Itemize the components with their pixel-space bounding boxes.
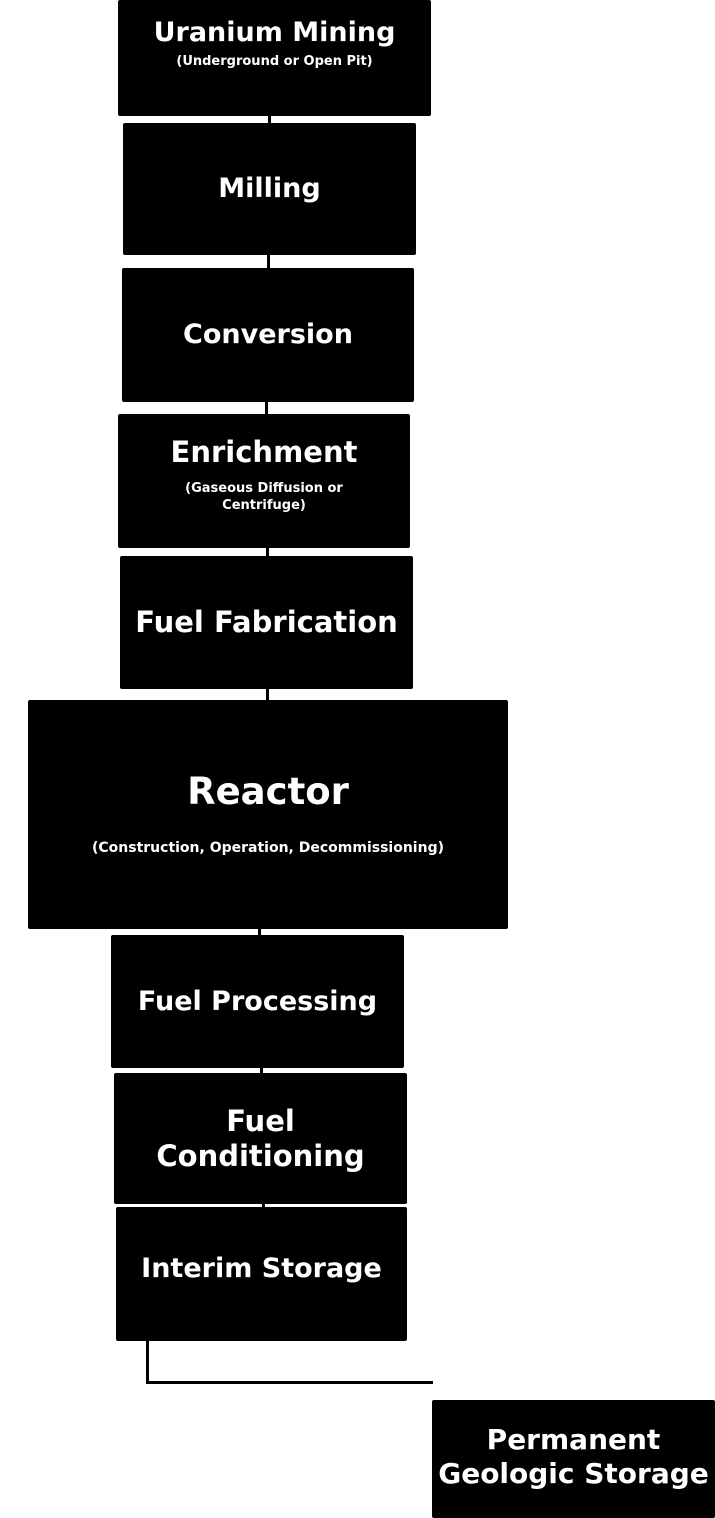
enrichment-node: Enrichment (Gaseous Diffusion or Centrif… xyxy=(118,414,410,548)
enrichment-subtitle: (Gaseous Diffusion or Centrifuge) xyxy=(185,481,343,513)
reactor-node: Reactor (Construction, Operation, Decomm… xyxy=(28,700,508,929)
uranium-mining-node: Uranium Mining (Underground or Open Pit) xyxy=(118,0,431,116)
connector-enrichment-fabrication xyxy=(266,548,269,557)
permanent-geologic-storage-title: Permanent Geologic Storage xyxy=(438,1423,709,1490)
interim-storage-node: Interim Storage xyxy=(116,1207,407,1341)
uranium-mining-subtitle: (Underground or Open Pit) xyxy=(176,54,373,70)
connector-interim-permanent-vertical xyxy=(146,1341,149,1383)
fuel-fabrication-title: Fuel Fabrication xyxy=(135,604,398,639)
conversion-title: Conversion xyxy=(183,319,353,351)
uranium-mining-title: Uranium Mining xyxy=(153,17,396,49)
connector-fabrication-reactor xyxy=(266,689,269,701)
permanent-geologic-storage-node: Permanent Geologic Storage xyxy=(432,1400,715,1518)
conversion-node: Conversion xyxy=(122,268,414,402)
fuel-conditioning-title: Fuel Conditioning xyxy=(156,1103,365,1173)
milling-node: Milling xyxy=(123,123,416,255)
reactor-subtitle: (Construction, Operation, Decommissionin… xyxy=(91,840,444,857)
reactor-title: Reactor xyxy=(187,770,349,814)
connector-mining-milling xyxy=(268,116,271,124)
connector-milling-conversion xyxy=(267,255,270,269)
connector-conversion-enrichment xyxy=(265,402,268,415)
connector-processing-conditioning xyxy=(260,1068,263,1074)
fuel-processing-title: Fuel Processing xyxy=(137,985,378,1017)
milling-title: Milling xyxy=(218,173,321,205)
enrichment-title: Enrichment xyxy=(170,435,358,470)
connector-reactor-processing xyxy=(258,929,261,936)
fuel-processing-node: Fuel Processing xyxy=(111,935,404,1068)
connector-interim-permanent-horizontal xyxy=(146,1381,433,1384)
fuel-fabrication-node: Fuel Fabrication xyxy=(120,556,413,689)
interim-storage-title: Interim Storage xyxy=(141,1253,382,1285)
connector-conditioning-interim xyxy=(262,1204,265,1208)
fuel-conditioning-node: Fuel Conditioning xyxy=(114,1073,407,1204)
